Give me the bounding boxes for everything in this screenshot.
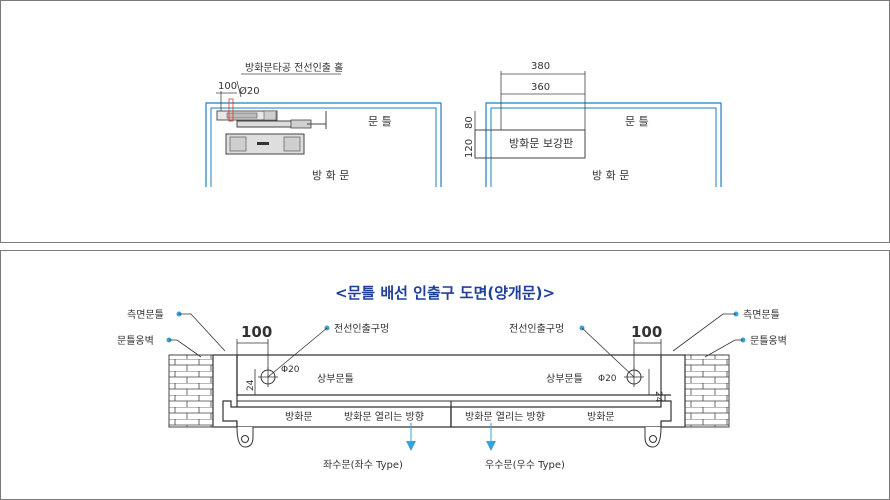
frame-label-right: 문 틀 — [625, 115, 649, 128]
door-frame-outline-right — [485, 102, 722, 187]
door-frame-outline — [205, 102, 442, 187]
left-side-frame-label: 측면문틀 — [127, 309, 164, 321]
right-dim-24: 24 — [653, 391, 663, 403]
hole-label: 방화문타공 전선인출 홀 — [245, 61, 343, 74]
door-label: 방 화 문 — [312, 169, 349, 182]
drawing-title: <문틀 배선 인출구 도면(양개문)> — [335, 284, 555, 302]
upper-frame — [236, 354, 671, 396]
dim-phi20-label: Ø20 — [239, 85, 260, 97]
right-wire-hole-label: 전선인출구멍 — [509, 323, 564, 335]
wire-hole-marker — [228, 98, 234, 122]
left-dim-100: 100 — [241, 323, 272, 341]
right-door-leaf — [450, 400, 672, 428]
right-upper-frame-label: 상부문틀 — [546, 373, 583, 385]
plate-label: 방화문 보강판 — [509, 137, 573, 150]
top-panel: 방화문타공 전선인출 홀 100 Ø20 문 틀 방 화 문 380 360 8… — [0, 0, 890, 243]
dim-100-label: 100 — [218, 81, 237, 92]
door-frame-inner-right — [490, 107, 717, 187]
bottom-panel: <문틀 배선 인출구 도면(양개문)> 100 100 24 2 — [0, 250, 890, 500]
frame-label: 문 틀 — [368, 115, 392, 128]
left-door-label: 방화문 — [285, 411, 313, 423]
right-side-frame-callout: 측면문틀 — [672, 309, 780, 352]
left-side-frame-callout: 측면문틀 — [127, 309, 226, 352]
left-open-dir-label: 방화문 열리는 방향 — [344, 411, 424, 423]
right-open-dir-label: 방화문 열리는 방향 — [465, 411, 545, 423]
dim-380-label: 380 — [531, 61, 550, 72]
dim-80-label: 80 — [464, 116, 475, 129]
right-wall — [684, 354, 730, 428]
right-door-label: 방화문 — [587, 411, 615, 423]
left-wire-hole-callout: 전선인출구멍 — [267, 323, 389, 378]
left-frame-wall-callout: 문틀옹벽 — [117, 335, 202, 358]
left-type-label: 좌수문(좌수 Type) — [323, 459, 403, 471]
right-open-arrow — [486, 423, 496, 451]
dim-360-label: 360 — [531, 82, 550, 93]
right-wire-hole-callout: 전선인출구멍 — [509, 323, 635, 378]
right-frame-diagram: 380 360 80 120 방화문 보강판 문 틀 방 화 문 — [464, 61, 722, 187]
right-frame-wall-callout: 문틀옹벽 — [704, 335, 787, 358]
left-phi20: Φ20 — [281, 365, 300, 375]
right-frame-wall-label: 문틀옹벽 — [750, 335, 787, 347]
right-hinge — [644, 426, 662, 448]
left-wire-hole-label: 전선인출구멍 — [334, 323, 389, 335]
left-hinge — [236, 426, 254, 448]
door-label-right: 방 화 문 — [592, 169, 629, 182]
left-frame-wall-label: 문틀옹벽 — [117, 335, 154, 347]
left-dim-24: 24 — [246, 379, 256, 391]
dim-120-label: 120 — [464, 139, 475, 158]
right-dim-100: 100 — [631, 323, 662, 341]
right-type-label: 우수문(우수 Type) — [485, 459, 565, 471]
top-drawing: 방화문타공 전선인출 홀 100 Ø20 문 틀 방 화 문 380 360 8… — [205, 61, 722, 187]
left-open-arrow — [406, 423, 416, 451]
left-upper-frame-label: 상부문틀 — [317, 373, 354, 385]
right-side-frame-label: 측면문틀 — [743, 309, 780, 321]
left-wall — [168, 354, 214, 428]
left-frame-diagram: 방화문타공 전선인출 홀 100 Ø20 문 틀 방 화 문 — [205, 61, 442, 187]
bottom-drawing: <문틀 배선 인출구 도면(양개문)> 100 100 24 2 — [117, 284, 787, 471]
right-phi20: Φ20 — [598, 374, 617, 384]
door-frame-inner — [210, 107, 437, 187]
